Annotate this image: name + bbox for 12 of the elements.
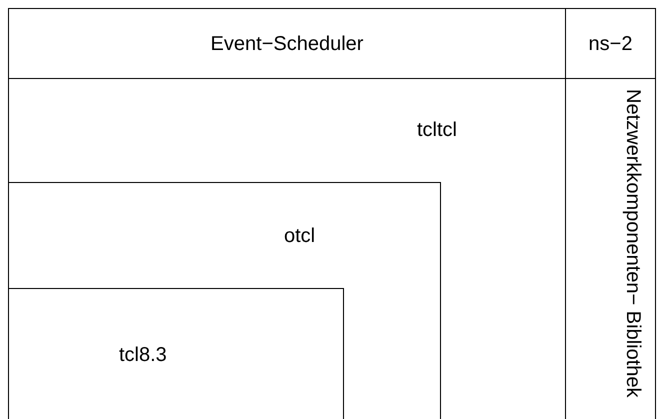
layer-box — [565, 78, 656, 419]
layer-box — [8, 182, 441, 419]
layer-label: tcl8.3 — [119, 344, 167, 367]
layer-box — [8, 78, 566, 419]
layer-label: Netzwerkkomponenten− Bibliothek — [621, 89, 644, 400]
layer-label: otcl — [284, 225, 316, 248]
layer-label: tcltcl — [417, 119, 457, 142]
layer-label: Event−Scheduler — [210, 32, 364, 56]
layer-box — [8, 8, 566, 79]
layer-box — [565, 8, 656, 79]
layer-box — [8, 288, 344, 419]
layer-label: ns−2 — [588, 32, 632, 56]
